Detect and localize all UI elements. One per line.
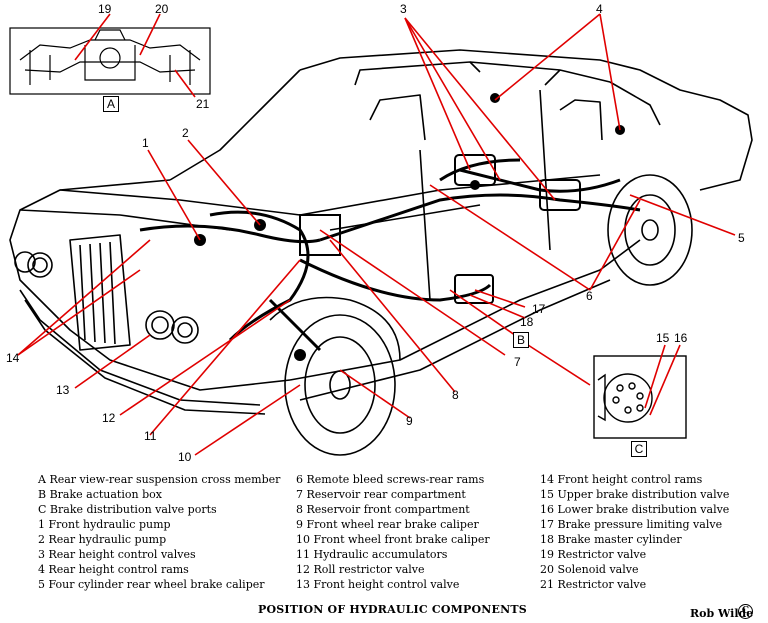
legend-item: 4 Rear height control rams [38, 563, 189, 576]
legend-item: 6 Remote bleed screws-rear rams [296, 473, 485, 486]
legend-item: 15 Upper brake distribution valve [540, 488, 730, 501]
callout-1: 1 [142, 136, 149, 150]
callout-21: 21 [196, 97, 210, 111]
inset-label-b: B [513, 332, 529, 348]
callout-6: 6 [586, 289, 593, 303]
figure-caption: POSITION OF HYDRAULIC COMPONENTS [258, 603, 527, 616]
legend-item: 14 Front height control rams [540, 473, 703, 486]
callout-14: 14 [6, 351, 20, 365]
callout-8: 8 [452, 388, 459, 402]
callout-15: 15 [656, 331, 670, 345]
legend-item: 10 Front wheel front brake caliper [296, 533, 490, 546]
legend-column-2: 6 Remote bleed screws-rear rams 7 Reserv… [296, 472, 490, 592]
car-body [9, 49, 753, 415]
callout-13: 13 [56, 383, 70, 397]
legend-item: 12 Roll restrictor valve [296, 563, 425, 576]
legend-item: 2 Rear hydraulic pump [38, 533, 167, 546]
legend-item: 3 Rear height control valves [38, 548, 196, 561]
legend-item: B Brake actuation box [38, 488, 162, 501]
legend-item: 8 Reservoir front compartment [296, 503, 470, 516]
callout-9: 9 [406, 414, 413, 428]
legend-item: 13 Front height control valve [296, 578, 460, 591]
hydraulic-pipes [139, 158, 641, 352]
inset-a-drawing [9, 27, 211, 95]
legend-item: 5 Four cylinder rear wheel brake caliper [38, 578, 265, 591]
inset-c-drawing [593, 355, 687, 439]
legend-item: 21 Restrictor valve [540, 578, 647, 591]
callout-4: 4 [596, 2, 603, 16]
legend-item: 19 Restrictor valve [540, 548, 647, 561]
callout-5: 5 [738, 231, 745, 245]
copyright-icon: C [738, 604, 753, 619]
legend-item: C Brake distribution valve ports [38, 503, 217, 516]
leader-lines [17, 13, 736, 456]
callout-12: 12 [102, 411, 116, 425]
callout-3: 3 [400, 2, 407, 16]
callout-10: 10 [178, 450, 192, 464]
callout-7: 7 [514, 355, 521, 369]
callout-18: 18 [520, 315, 534, 329]
legend-item: 20 Solenoid valve [540, 563, 639, 576]
legend-column-3: 14 Front height control rams 15 Upper br… [540, 472, 729, 592]
legend-item: 18 Brake master cylinder [540, 533, 682, 546]
legend-item: 7 Reservoir rear compartment [296, 488, 466, 501]
inset-label-c: C [631, 441, 647, 457]
callout-11: 11 [144, 429, 157, 443]
callout-16: 16 [674, 331, 688, 345]
legend-column-1: A Rear view-rear suspension cross member… [38, 472, 280, 592]
legend-item: 1 Front hydraulic pump [38, 518, 171, 531]
callout-20: 20 [155, 2, 169, 16]
inset-label-a: A [103, 96, 119, 112]
legend-item: 11 Hydraulic accumulators [296, 548, 448, 561]
legend-item: A Rear view-rear suspension cross member [38, 473, 281, 486]
wheels [269, 174, 693, 456]
author-credit: Rob Wilde [690, 607, 754, 620]
legend-item: 17 Brake pressure limiting valve [540, 518, 723, 531]
callout-19: 19 [98, 2, 112, 16]
callout-17: 17 [532, 302, 546, 316]
callout-2: 2 [182, 126, 189, 140]
legend-item: 9 Front wheel rear brake caliper [296, 518, 479, 531]
legend-item: 16 Lower brake distribution valve [540, 503, 730, 516]
